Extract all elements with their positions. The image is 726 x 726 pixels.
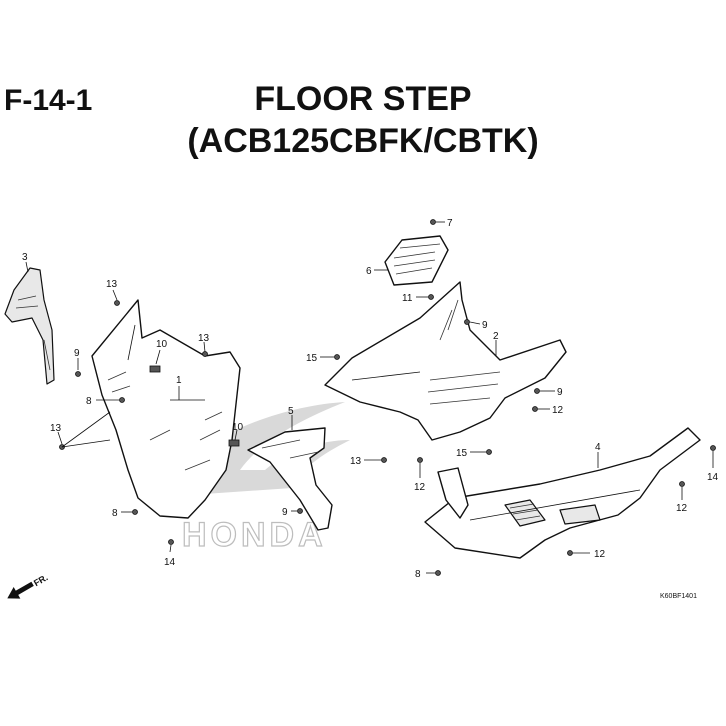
callout-12-b: 12 <box>414 482 426 493</box>
leader-3 <box>25 261 29 273</box>
bolt-15-left <box>334 354 340 360</box>
callout-14-a: 14 <box>164 557 176 568</box>
callout-2: 2 <box>493 331 499 342</box>
bolt-12-right <box>679 481 685 487</box>
callout-12-c: 12 <box>676 503 688 514</box>
callout-9-b: 9 <box>282 507 288 518</box>
diagram-title: FLOOR STEP <box>254 80 472 118</box>
part-4-vent <box>504 499 546 527</box>
part-4-undercover <box>424 427 701 559</box>
front-direction-label: FR. <box>32 572 50 588</box>
part-6-step-mat <box>384 235 449 286</box>
leader-10-b <box>234 429 238 441</box>
part-6-shape <box>384 235 449 286</box>
callout-8-c: 8 <box>415 569 421 580</box>
part-2-shape <box>324 281 567 441</box>
part-3-hatching <box>15 295 51 371</box>
callout-13-d: 13 <box>350 456 362 467</box>
part-2-edge <box>351 371 421 381</box>
spring-nut-10-right <box>228 439 240 447</box>
bolt-13-center <box>381 457 387 463</box>
diagram-reference-code: K60BF1401 <box>660 593 697 600</box>
callout-10-b: 10 <box>232 422 244 433</box>
bolt-15-lower <box>486 449 492 455</box>
part-4-vent-slots <box>509 503 541 521</box>
bolt-8-mid <box>132 509 138 515</box>
callout-12-a: 12 <box>552 405 564 416</box>
callout-10-a: 10 <box>156 339 168 350</box>
callout-13-a: 13 <box>106 279 118 290</box>
callout-13-c: 13 <box>50 423 62 434</box>
bolt-8-left <box>119 397 125 403</box>
callout-6: 6 <box>366 266 372 277</box>
callout-8-a: 8 <box>86 396 92 407</box>
part-4-bracket-left <box>437 467 469 519</box>
leader-lines <box>25 221 714 574</box>
front-direction-indicator: FR. <box>7 572 50 599</box>
callout-12-d: 12 <box>594 549 606 560</box>
clip-9-right <box>534 388 540 394</box>
leader-13-b <box>203 341 206 353</box>
spring-nut-10-left <box>149 365 161 373</box>
clip-11 <box>428 294 434 300</box>
bolt-12-upper <box>532 406 538 412</box>
callout-14-b: 14 <box>707 472 719 483</box>
clip-9-upper <box>464 319 470 325</box>
callout-5: 5 <box>288 406 294 417</box>
bolt-12-left <box>417 457 423 463</box>
callout-11: 11 <box>402 293 413 304</box>
leader-13-c <box>57 411 111 448</box>
callout-15-b: 15 <box>456 448 468 459</box>
part-1-front-cover <box>91 299 241 519</box>
callout-9-c: 9 <box>482 320 488 331</box>
honda-watermark-text: HONDA <box>182 516 327 554</box>
callout-3: 3 <box>22 252 28 263</box>
clip-9-lower <box>297 508 303 514</box>
part-1-edge <box>127 324 205 401</box>
clip-9-left <box>75 371 81 377</box>
leader-9-c <box>469 321 481 325</box>
fasteners <box>59 219 716 576</box>
bolt-13-mid <box>202 351 208 357</box>
callout-9-d: 9 <box>557 387 563 398</box>
part-4-shape <box>424 427 701 559</box>
leader-13-a <box>112 289 118 301</box>
part-4-rear-vent <box>559 504 601 525</box>
bolt-14-left <box>168 539 174 545</box>
part-3-left-bracket <box>4 267 55 385</box>
callout-15-a: 15 <box>306 353 318 364</box>
bolt-12-lower <box>567 550 573 556</box>
part-5-hatching <box>261 439 319 459</box>
bolt-8-lower <box>435 570 441 576</box>
callout-1: 1 <box>176 375 182 386</box>
bolt-14-right <box>710 445 716 451</box>
bolt-7 <box>430 219 436 225</box>
callout-labels: 3 13 9 10 13 1 8 13 10 5 8 9 14 7 6 11 9… <box>22 218 719 580</box>
part-2-hatching <box>427 299 501 405</box>
model-code-title: (ACB125CBFK/CBTK) <box>187 122 539 160</box>
callout-4: 4 <box>595 442 601 453</box>
part-1-hatching <box>107 371 223 471</box>
callout-9-a: 9 <box>74 348 80 359</box>
part-6-hatching <box>393 243 441 275</box>
part-5-side-panel <box>247 427 333 531</box>
callout-13-b: 13 <box>198 333 210 344</box>
part-3-shape <box>4 267 55 385</box>
figure-code: F-14-1 <box>4 84 93 117</box>
leader-10-a <box>155 349 161 365</box>
front-arrow-icon <box>7 581 34 599</box>
part-4-edge <box>469 489 641 521</box>
bolt-13-upper-left <box>114 300 120 306</box>
callout-8-b: 8 <box>112 508 118 519</box>
leader-14-a <box>169 544 172 553</box>
part-2-floor-step <box>324 281 567 441</box>
callout-7: 7 <box>447 218 453 229</box>
